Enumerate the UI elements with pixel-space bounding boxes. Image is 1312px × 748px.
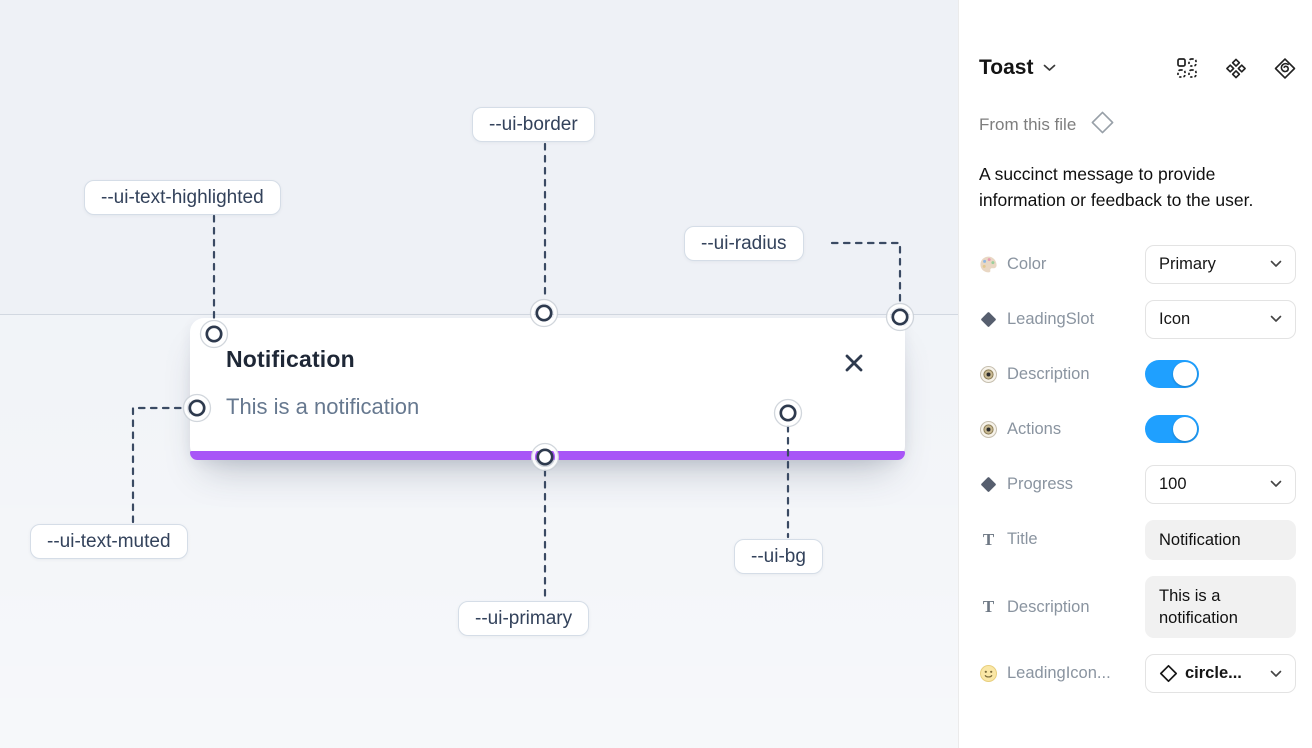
connector-ui-radius [830,241,902,306]
property-row-progress: Progress 100 [979,464,1296,504]
leadingslot-select-value: Icon [1159,309,1191,328]
source-label: From this file [979,115,1077,134]
property-label-text: Description [1007,364,1090,383]
property-label-text: LeadingIcon... [1007,664,1111,683]
properties-panel: Toast [958,0,1312,748]
canvas-guide-line [0,314,958,315]
palette-icon [979,255,998,274]
diamond-outline-icon [1159,664,1178,683]
text-icon: T [982,597,995,617]
annotation-ui-text-muted[interactable]: --ui-text-muted [30,524,188,559]
annotation-ui-border[interactable]: --ui-border [472,107,595,142]
property-label-text: Actions [1007,419,1062,438]
panel-header: Toast [979,56,1296,80]
toggle-knob [1173,362,1197,386]
property-label-text: Color [1007,254,1047,273]
leadingicon-select[interactable]: circle... [1145,654,1296,694]
progress-select[interactable]: 100 [1145,464,1296,504]
close-x-icon [843,352,865,379]
chevron-down-icon [1270,665,1282,683]
property-label-description-text: T Description [979,597,1145,617]
smiley-icon [979,664,998,683]
annotation-ui-radius[interactable]: --ui-radius [684,226,804,261]
progress-select-value: 100 [1159,474,1187,493]
eye-icon [979,420,998,439]
property-row-description-text: T Description This is a notification [979,575,1296,639]
description-toggle-wrap [1145,360,1296,388]
description-input[interactable]: This is a notification [1145,575,1296,639]
property-label-color: Color [979,255,1145,274]
color-select-value: Primary [1159,254,1216,273]
description-toggle[interactable] [1145,360,1199,388]
toast-close-button[interactable] [841,352,867,378]
title-input[interactable]: Notification [1145,519,1296,560]
text-icon: T [982,529,995,549]
chevron-down-icon [1270,255,1282,273]
property-row-description-toggle: Description [979,355,1296,394]
property-label-title: T Title [979,530,1145,549]
property-label-text: LeadingSlot [1007,309,1095,328]
color-select[interactable]: Primary [1145,244,1296,284]
diamond-spiral-icon[interactable] [1274,57,1296,79]
toast-title: Notification [226,346,355,372]
component-description: A succinct message to provide informatio… [979,164,1254,211]
source-row: From this file [979,110,1296,140]
panel-header-actions [1176,57,1296,79]
property-label-leadingslot: LeadingSlot [979,310,1145,329]
toast-progress-bar [190,451,905,460]
toast-component[interactable]: Notification This is a notification [190,318,905,460]
property-row-actions-toggle: Actions [979,410,1296,449]
annotation-ui-primary[interactable]: --ui-primary [458,601,590,636]
component-selector[interactable]: Toast [979,56,1056,80]
property-label-text: Description [1007,597,1090,616]
property-row-title: T Title Notification [979,519,1296,560]
property-row-color: Color Primary [979,244,1296,284]
property-label-text: Progress [1007,474,1074,493]
component-name: Toast [979,56,1034,79]
diamonds-cluster-icon[interactable] [1225,57,1247,79]
diamond-outline-icon [1090,110,1115,140]
actions-toggle-wrap [1145,415,1296,443]
toast-description: This is a notification [226,394,420,419]
leadingicon-select-value: circle... [1185,664,1242,683]
chevron-down-icon [1270,310,1282,328]
property-rows: Color Primary LeadingSlot Icon [979,244,1296,694]
design-canvas[interactable]: Notification This is a notification --ui… [0,0,958,748]
eye-icon [979,365,998,384]
diamond-icon [979,310,998,329]
actions-toggle[interactable] [1145,415,1199,443]
toggle-knob [1173,417,1197,441]
leadingslot-select[interactable]: Icon [1145,299,1296,339]
property-row-leadingslot: LeadingSlot Icon [979,299,1296,339]
chevron-down-icon [1270,475,1282,493]
diamond-icon [979,475,998,494]
annotation-ui-bg[interactable]: --ui-bg [734,539,823,574]
annotation-ui-text-highlighted[interactable]: --ui-text-highlighted [84,180,281,215]
component-grid-icon[interactable] [1176,57,1198,79]
property-label-text: Title [1007,530,1038,549]
property-label-progress: Progress [979,475,1145,494]
property-label-description: Description [979,365,1145,384]
chevron-down-icon [1043,59,1056,77]
property-label-actions: Actions [979,420,1145,439]
property-label-leadingicon: LeadingIcon... [979,664,1145,683]
property-row-leadingicon: LeadingIcon... circle... [979,654,1296,694]
